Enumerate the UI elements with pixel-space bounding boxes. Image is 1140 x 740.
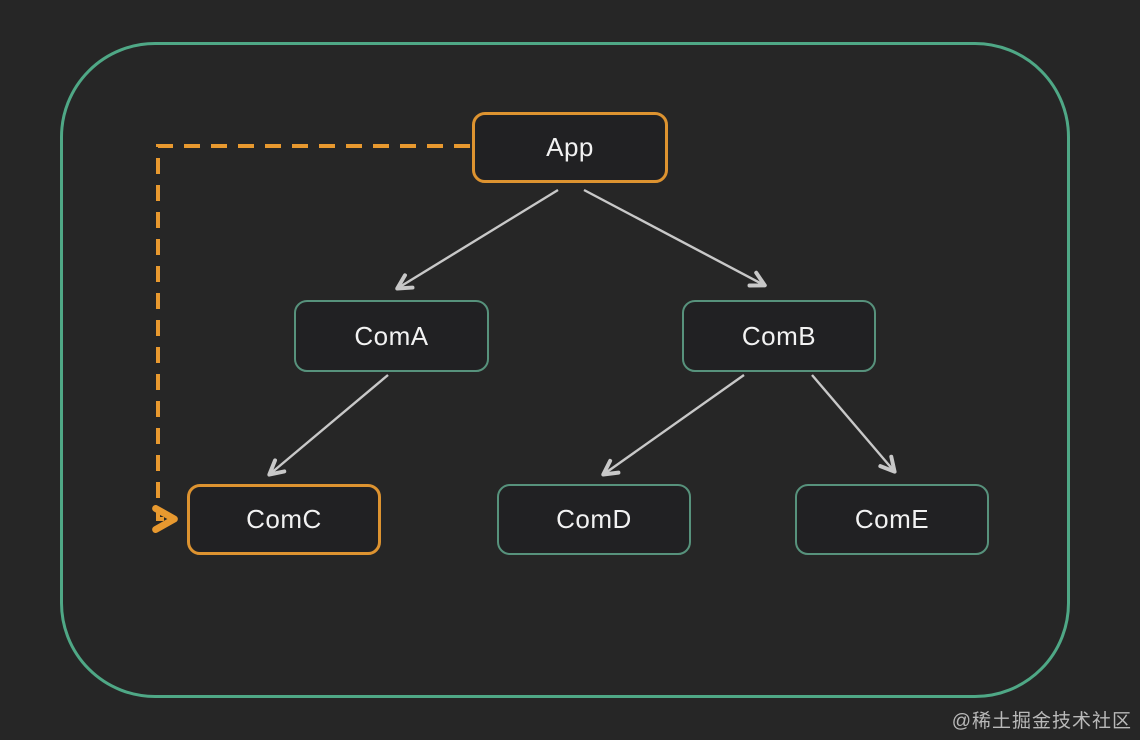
- node-comA-label: ComA: [354, 320, 429, 351]
- edge-comB-comE: [811, 374, 897, 474]
- watermark: @稀土掘金技术社区: [951, 711, 1132, 732]
- edge-app-comC-dashed: [152, 144, 470, 533]
- edge-app-comB: [583, 188, 767, 288]
- node-comB: ComB: [682, 300, 876, 372]
- edge-comA-comC: [267, 374, 389, 477]
- edge-app-comA: [395, 188, 559, 291]
- node-app: App: [472, 112, 668, 183]
- node-comE: ComE: [795, 484, 989, 555]
- outer-rounded-frame: [60, 42, 1070, 698]
- node-app-label: App: [546, 132, 594, 162]
- node-comD-label: ComD: [556, 504, 632, 534]
- node-comD: ComD: [497, 484, 691, 555]
- node-comB-label: ComB: [741, 320, 817, 351]
- node-comC-label: ComC: [246, 504, 322, 534]
- node-comE-label: ComE: [854, 504, 930, 534]
- edge-comB-comD: [601, 374, 745, 477]
- node-comA: ComA: [294, 300, 489, 372]
- node-comC: ComC: [187, 484, 381, 555]
